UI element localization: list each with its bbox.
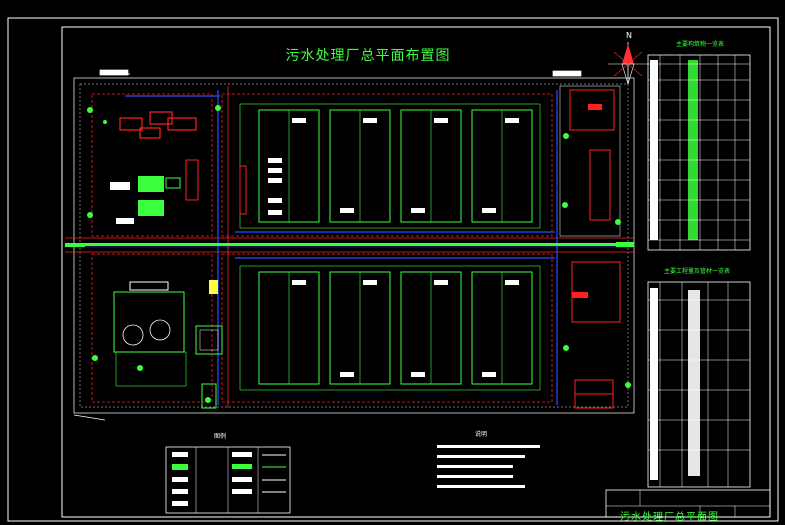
service-buildings — [559, 85, 621, 409]
outer-frame — [7, 17, 779, 522]
legend: 图例 — [165, 432, 291, 514]
north-arrow-icon: N — [608, 31, 648, 86]
notes-block: 说明 — [437, 430, 540, 488]
structure-table: 主要构筑物一览表 — [647, 40, 751, 251]
pretreatment-area — [110, 111, 247, 224]
lower-basins — [239, 265, 541, 391]
inner-frame — [61, 26, 771, 518]
material-table-title: 主要工程量及管材一览表 — [664, 267, 730, 275]
drawing-title: 污水处理厂总平面布置图 — [286, 48, 451, 64]
notes-title: 说明 — [475, 430, 487, 438]
material-table: 主要工程量及管材一览表 — [647, 267, 751, 488]
green-pipe-band — [65, 242, 634, 247]
sludge-area — [113, 280, 223, 409]
svg-text:N: N — [626, 31, 632, 40]
legend-title: 图例 — [214, 432, 226, 440]
titleblock-text: 污水处理厂总平面图 — [620, 512, 719, 523]
landscape-trees — [87, 105, 631, 403]
basin-labels — [268, 118, 519, 377]
pipelines — [70, 90, 634, 405]
title-block — [605, 489, 771, 518]
upper-basins — [239, 103, 541, 229]
structure-table-title: 主要构筑物一览表 — [676, 40, 724, 48]
